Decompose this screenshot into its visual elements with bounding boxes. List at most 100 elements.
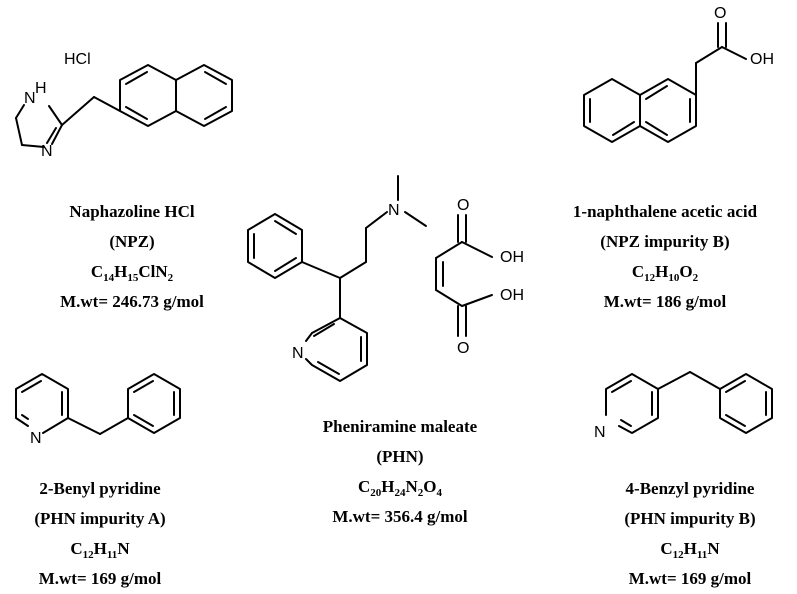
double-bond xyxy=(21,380,42,393)
double-bond xyxy=(620,419,632,427)
naphazoline-structure: HCl H N N xyxy=(15,51,233,160)
phenyl-ring xyxy=(719,373,773,434)
naphthalene-ring xyxy=(175,64,233,127)
formula-element: H xyxy=(683,539,697,558)
double-bond xyxy=(274,257,297,272)
double-bond xyxy=(125,106,148,120)
formula-element: C xyxy=(631,262,645,281)
4-benzyl-pyridine-structure: N xyxy=(594,371,773,441)
double-bond xyxy=(612,121,635,136)
bond xyxy=(689,371,721,390)
atom-n: N xyxy=(41,143,53,160)
formula-element: N xyxy=(707,539,720,558)
molecular-weight: M.wt= 169 g/mol xyxy=(38,569,162,588)
bond xyxy=(15,117,23,146)
bond xyxy=(99,417,129,435)
naphthalene-ring xyxy=(583,78,641,143)
bond xyxy=(657,371,691,390)
formula-element: N xyxy=(117,539,130,558)
formula-element: ClN xyxy=(138,262,168,281)
formula-subscript: 11 xyxy=(106,549,118,561)
compound-name: 4-Benzyl pyridine xyxy=(625,479,755,498)
compound-abbreviation: (PHN) xyxy=(376,447,424,466)
molecular-formula: C12H11N xyxy=(0,534,200,564)
2-benzyl-pyridine-caption: 2-Benyl pyridine (PHN impurity A) C12H11… xyxy=(0,474,200,594)
formula-element: C xyxy=(660,539,673,558)
bond xyxy=(721,46,747,60)
atom-oh: OH xyxy=(500,249,524,266)
double-bond xyxy=(313,323,335,337)
bond xyxy=(21,144,45,148)
bond xyxy=(404,211,427,227)
formula-element: O xyxy=(679,262,693,281)
formula-subscript: 2 xyxy=(167,272,174,284)
formula-subscript: 24 xyxy=(394,487,406,499)
formula-subscript: 11 xyxy=(696,549,708,561)
formula-element: C xyxy=(90,262,104,281)
molecular-weight: M.wt= 246.73 g/mol xyxy=(60,292,204,311)
atom-o: O xyxy=(714,5,726,22)
compound-name: 1-naphthalene acetic acid xyxy=(572,202,758,221)
bond xyxy=(461,241,493,258)
molecular-weight: M.wt= 356.4 g/mol xyxy=(332,507,468,526)
bond xyxy=(15,104,25,119)
compound-name: Naphazoline HCl xyxy=(69,202,195,221)
molecular-weight: M.wt= 169 g/mol xyxy=(628,569,752,588)
formula-subscript: 12 xyxy=(672,549,684,561)
atom-n: N xyxy=(292,345,304,362)
molecular-weight: M.wt= 186 g/mol xyxy=(603,292,727,311)
bond xyxy=(435,241,463,259)
formula-element: H xyxy=(381,477,395,496)
double-bond xyxy=(274,220,297,235)
atom-oh: OH xyxy=(500,287,524,304)
formula-element: C xyxy=(70,539,83,558)
bond xyxy=(61,96,95,126)
atom-n: N xyxy=(388,202,400,219)
atom-o: O xyxy=(457,197,469,214)
formula-subscript: 4 xyxy=(436,487,443,499)
double-bond xyxy=(725,380,746,393)
double-bond xyxy=(133,380,154,393)
molecular-formula: C14H15ClN2 xyxy=(12,257,252,287)
phenyl-ring xyxy=(127,373,181,434)
formula-subscript: 10 xyxy=(668,272,680,284)
pyridine-ring xyxy=(305,317,368,382)
double-bond xyxy=(645,85,668,100)
compound-abbreviation: (NPZ) xyxy=(109,232,155,251)
compound-abbreviation: (PHN impurity B) xyxy=(624,509,756,528)
formula-element: C xyxy=(357,477,371,496)
formula-subscript: 2 xyxy=(417,487,424,499)
compound-name: Pheniramine maleate xyxy=(322,417,478,436)
bond xyxy=(695,46,723,64)
bond xyxy=(365,211,388,229)
naphthalene-acetic-acid-caption: 1-naphthalene acetic acid (NPZ impurity … xyxy=(545,197,785,317)
molecular-formula: C12H10O2 xyxy=(545,257,785,287)
pheniramine-structure: N N O OH OH O xyxy=(247,175,524,382)
double-bond xyxy=(611,380,632,393)
molecular-formula: C12H11N xyxy=(590,534,790,564)
formula-element: H xyxy=(93,539,107,558)
2-benzyl-pyridine-structure: N xyxy=(15,373,181,447)
compound-abbreviation: (NPZ impurity B) xyxy=(600,232,730,251)
bond xyxy=(461,294,493,307)
formula-subscript: 14 xyxy=(103,272,115,284)
pyridine-ring xyxy=(605,373,659,434)
formula-element: H xyxy=(114,262,128,281)
pheniramine-caption: Pheniramine maleate (PHN) C20H24N2O4 M.w… xyxy=(270,412,530,532)
bond xyxy=(435,289,463,307)
naphazoline-caption: Naphazoline HCl (NPZ) C14H15ClN2 M.wt= 2… xyxy=(12,197,252,317)
bond xyxy=(93,96,121,112)
double-bond xyxy=(21,414,29,420)
naphthalene-acetic-acid-structure: O OH xyxy=(583,5,774,143)
double-bond xyxy=(317,361,340,375)
atom-n: N xyxy=(24,90,36,107)
atom-n: N xyxy=(30,430,42,447)
bond xyxy=(339,261,367,279)
double-bond xyxy=(725,414,746,427)
4-benzyl-pyridine-caption: 4-Benzyl pyridine (PHN impurity B) C12H1… xyxy=(590,474,790,594)
hcl-label: HCl xyxy=(64,51,91,68)
bond xyxy=(67,417,101,435)
molecular-formula: C20H24N2O4 xyxy=(270,472,530,502)
formula-subscript: 12 xyxy=(82,549,94,561)
formula-element: H xyxy=(655,262,669,281)
